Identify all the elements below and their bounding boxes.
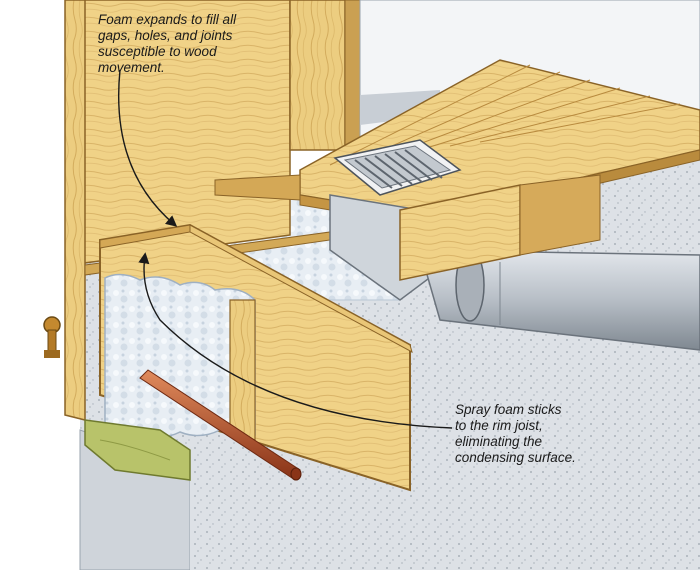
leader-line-bottom — [138, 252, 453, 429]
leader-line-top — [117, 69, 178, 227]
hose-bib-icon — [43, 316, 61, 358]
callout-top-line-2: gaps, holes, and joints — [98, 28, 233, 43]
callout-foam-expands: Foam expands to fill all gaps, holes, an… — [98, 12, 298, 76]
subfloor-edge — [214, 174, 301, 201]
callout-bottom-line-2: to the rim joist, — [455, 418, 543, 433]
callout-bottom-line-4: condensing surface. — [455, 450, 576, 465]
floor-register-icon — [333, 139, 462, 196]
callout-bottom-line-3: eliminating the — [455, 434, 543, 449]
callout-bottom-line-1: Spray foam sticks — [455, 402, 562, 417]
floor-joist-right — [399, 174, 601, 281]
copper-pipe — [139, 369, 302, 481]
wall-stud — [289, 0, 361, 151]
leader-lines — [117, 69, 453, 429]
sill-plate — [84, 419, 191, 481]
spray-foam-joist-bay — [104, 273, 256, 441]
callout-top-line-4: movement. — [98, 60, 165, 75]
callout-top-line-3: susceptible to wood — [98, 44, 217, 59]
callout-spray-foam-sticks: Spray foam sticks to the rim joist, elim… — [455, 402, 645, 466]
callout-top-line-1: Foam expands to fill all — [98, 12, 237, 27]
